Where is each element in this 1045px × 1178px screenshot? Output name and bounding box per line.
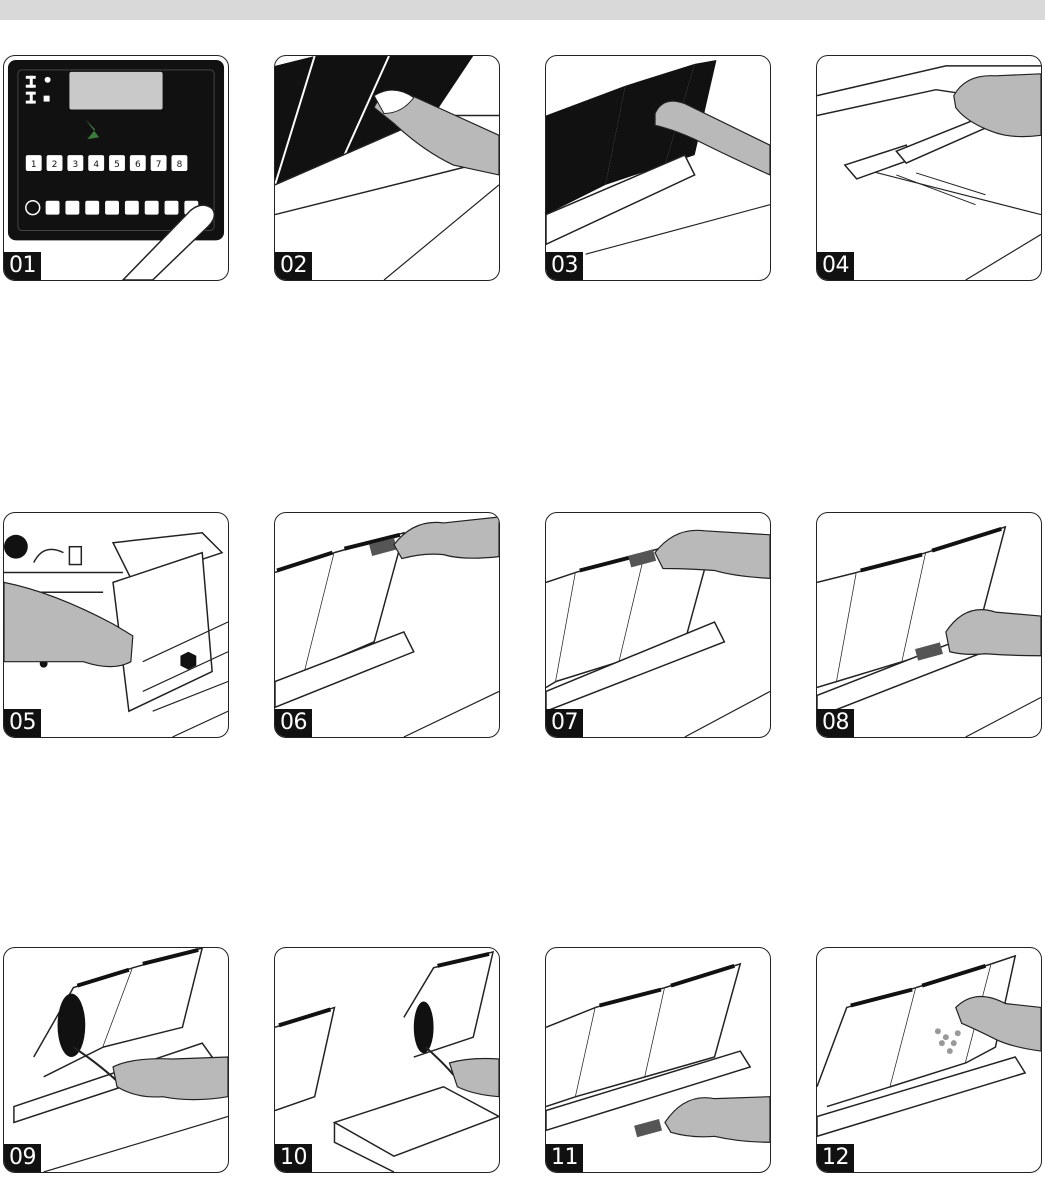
wipe-platen-illustration <box>275 56 499 280</box>
number-key-label: 4 <box>93 160 99 170</box>
gloved-hand <box>449 1059 499 1097</box>
step-number: 11 <box>546 1144 583 1172</box>
step-panel-05: 05 <box>3 512 229 738</box>
gloved-hand <box>394 517 499 559</box>
step-number: 01 <box>4 252 41 280</box>
step-number: 05 <box>4 709 41 737</box>
drip-tray-illustration <box>4 513 228 737</box>
number-key-label: 2 <box>52 160 58 170</box>
step-panel-12: 12 <box>816 947 1042 1173</box>
gloved-hand <box>4 582 133 666</box>
gloved-hand <box>665 1097 770 1143</box>
step-number: 08 <box>817 709 854 737</box>
step-panel-09: 09 <box>3 947 229 1173</box>
function-key-row <box>26 201 198 215</box>
number-key-label: 5 <box>114 160 120 170</box>
spray-clean-illustration <box>817 948 1041 1172</box>
number-key-label: 3 <box>73 160 79 170</box>
step-panel-11: 11 <box>545 947 771 1173</box>
number-key-label: 7 <box>156 160 162 170</box>
step-panel-02: 02 <box>274 55 500 281</box>
step-number: 03 <box>546 252 583 280</box>
gloved-hand <box>113 1057 228 1100</box>
step-number: 09 <box>4 1144 41 1172</box>
step-number: 12 <box>817 1144 854 1172</box>
number-key-label: 6 <box>135 160 141 170</box>
platen-release-illustration <box>546 56 770 280</box>
step-number: 07 <box>546 709 583 737</box>
cleaning-pad <box>58 994 86 1057</box>
step-panel-03: 03 <box>545 55 771 281</box>
step-number: 06 <box>275 709 312 737</box>
step-panel-10: 10 <box>274 947 500 1173</box>
platen-scrape-illustration <box>546 513 770 737</box>
step-panel-04: 04 <box>816 55 1042 281</box>
grill-clean-illustration <box>275 948 499 1172</box>
number-key-label: 8 <box>177 160 183 170</box>
step-panel-01: 1 2 3 4 5 6 7 8 01 <box>3 55 229 281</box>
controller-illustration: 1 2 3 4 5 6 7 8 <box>4 56 228 280</box>
controller-display <box>69 72 162 110</box>
number-key-label: 1 <box>31 160 37 170</box>
step-number: 02 <box>275 252 312 280</box>
step-number: 04 <box>817 252 854 280</box>
cleaning-pad <box>414 1002 434 1054</box>
header-bar <box>0 0 1045 20</box>
grill-scrape-illustration <box>546 948 770 1172</box>
gloved-hand <box>946 610 1041 656</box>
step-panel-06: 06 <box>274 512 500 738</box>
step-panel-08: 08 <box>816 512 1042 738</box>
scraper-illustration <box>817 56 1041 280</box>
platen-scrape-illustration <box>275 513 499 737</box>
drip-box <box>113 553 212 712</box>
step-panel-07: 07 <box>545 512 771 738</box>
step-number: 10 <box>275 1144 312 1172</box>
platen-clean-illustration <box>4 948 228 1172</box>
platen-scrape-illustration <box>817 513 1041 737</box>
